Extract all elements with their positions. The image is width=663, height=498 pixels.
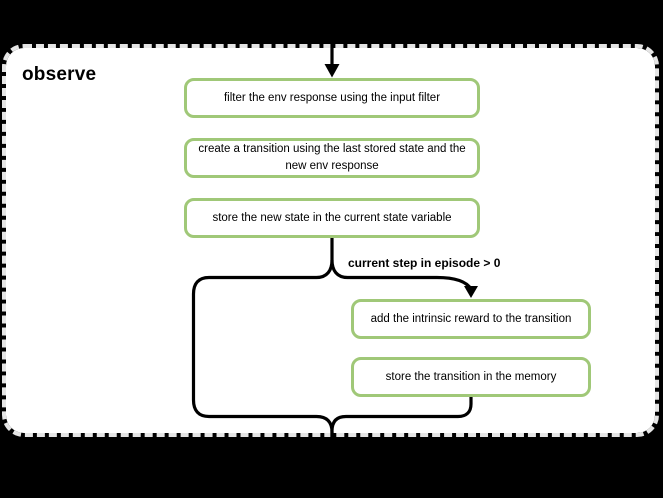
node-store-transition: store the transition in the memory xyxy=(351,357,591,397)
node-create-transition: create a transition using the last store… xyxy=(184,138,480,178)
node-label: store the transition in the memory xyxy=(385,370,557,383)
node-label: add the intrinsic reward to the transiti… xyxy=(370,312,572,325)
node-label: store the new state in the current state… xyxy=(212,211,452,224)
node-label: create a transition using the last store… xyxy=(198,143,466,172)
node-label: filter the env response using the input … xyxy=(223,91,441,104)
edge-condition-label: current step in episode > 0 xyxy=(348,256,501,270)
group-title: observe xyxy=(22,64,97,85)
node-add-intrinsic-reward: add the intrinsic reward to the transiti… xyxy=(351,299,591,339)
node-filter-env-response: filter the env response using the input … xyxy=(184,78,480,118)
node-store-new-state: store the new state in the current state… xyxy=(184,198,480,238)
